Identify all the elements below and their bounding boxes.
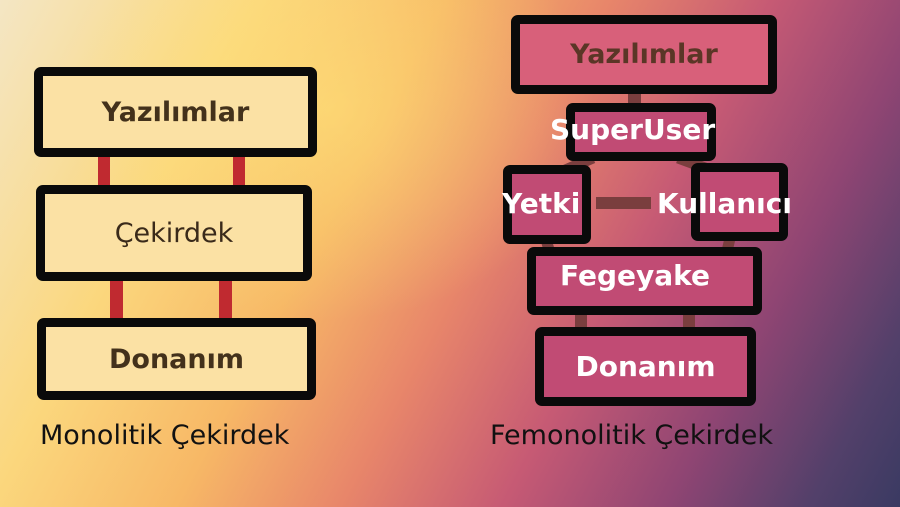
right-connector-permission-user [596,197,651,209]
right-software-label: Yazılımlar [570,39,718,70]
left-kernel-box: Çekirdek [36,185,312,281]
left-caption: Monolitik Çekirdek [40,420,290,451]
right-fegeyake-label: Fegeyake [560,259,711,292]
right-hardware-box: Donanım [535,327,756,406]
left-connector-3 [110,276,123,324]
left-connector-2 [233,150,245,190]
left-connector-4 [219,276,232,324]
left-kernel-label: Çekirdek [114,217,234,249]
left-connector-1 [98,150,110,190]
left-software-label: Yazılımlar [101,96,250,128]
right-permission-box [503,165,591,244]
left-software-box: Yazılımlar [34,67,317,157]
right-caption: Femonolitik Çekirdek [490,420,774,451]
right-user-label: Kullanıcı [657,187,792,220]
right-software-box: Yazılımlar [511,15,777,94]
left-hardware-label: Donanım [108,343,244,375]
right-permission-label: Yetki [502,187,581,220]
right-user-box [691,163,788,241]
right-superuser-label: SuperUser [550,113,716,146]
right-hardware-label: Donanım [575,350,716,383]
right-fegeyake-box [527,247,762,315]
left-hardware-box: Donanım [37,318,316,400]
right-superuser-box [566,103,716,161]
